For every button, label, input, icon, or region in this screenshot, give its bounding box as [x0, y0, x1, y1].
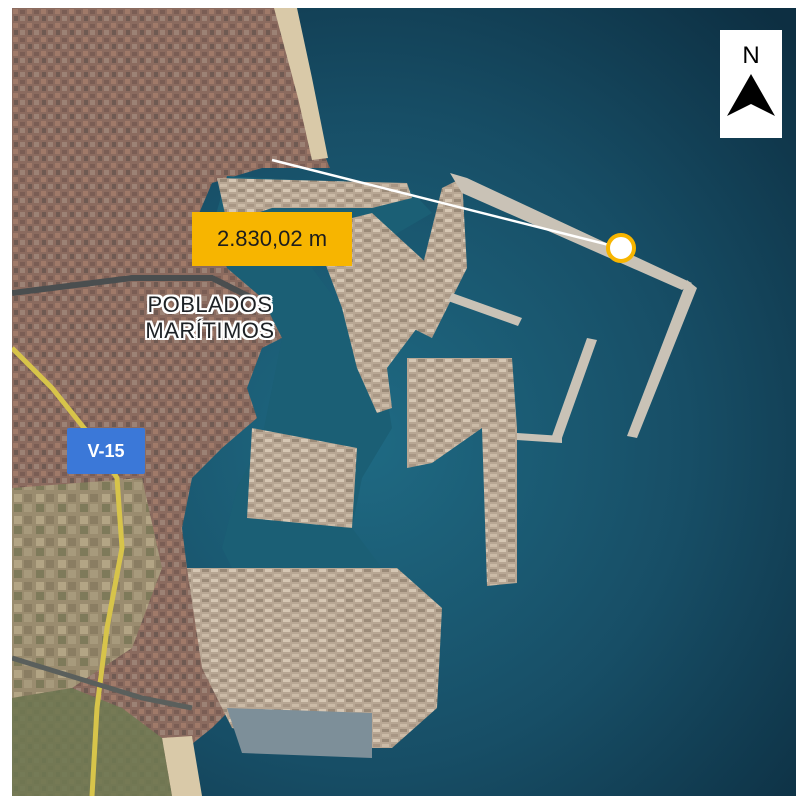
- north-arrow: N: [720, 30, 782, 138]
- place-label-line1: POBLADOS: [147, 292, 273, 317]
- distance-measurement-label: 2.830,02 m: [192, 212, 352, 266]
- north-arrow-icon: [727, 74, 775, 116]
- measure-line: [271, 158, 622, 250]
- satellite-map[interactable]: POBLADOS MARÍTIMOS V-15 2.830,02 m N: [12, 8, 796, 796]
- map-imagery: [12, 8, 796, 796]
- road-badge-v15[interactable]: V-15: [67, 428, 145, 474]
- place-label-line2: MARÍTIMOS: [145, 318, 275, 343]
- north-letter: N: [742, 42, 760, 69]
- place-label-poblados-maritimos: POBLADOS MARÍTIMOS: [130, 292, 290, 344]
